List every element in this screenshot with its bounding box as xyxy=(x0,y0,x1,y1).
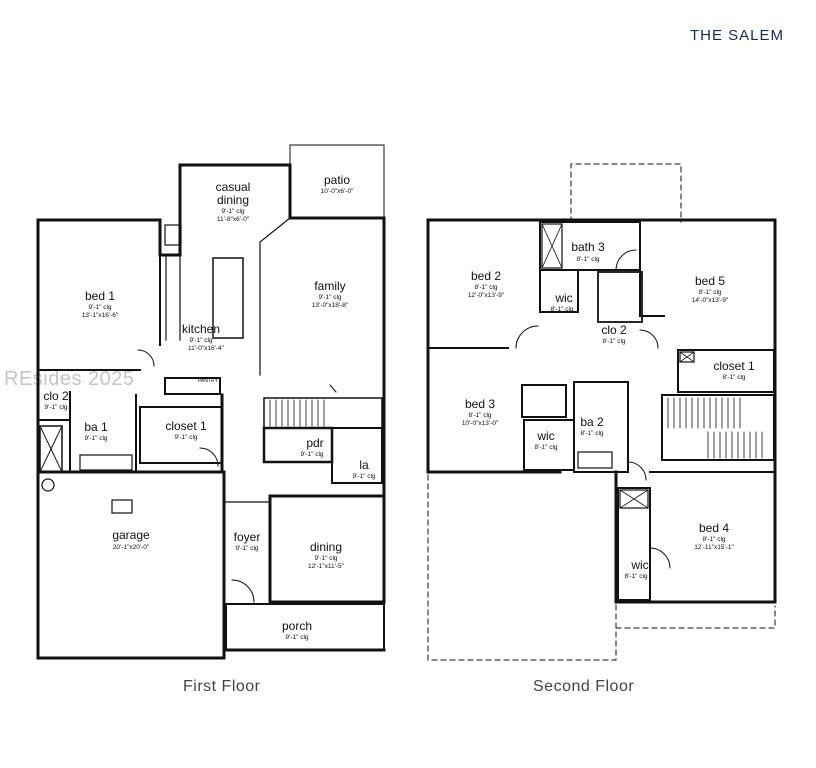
room-dim: 9'-1" clg xyxy=(174,434,197,441)
room-name: wic xyxy=(536,429,554,443)
room-name: bed 3 xyxy=(465,397,495,411)
room-dim: 10'-0"x13'-0" xyxy=(462,420,499,427)
room-dim: 12'-1"x11'-5" xyxy=(308,563,345,570)
room-dim: 12'-0"x13'-9" xyxy=(468,292,505,299)
room-dim: 8'-1" clg xyxy=(580,430,603,437)
room-dim: 8'-1" clg xyxy=(702,536,725,543)
room-dim: 9'-1" clg xyxy=(314,555,337,562)
room-name: wic xyxy=(630,558,648,572)
room-name: wic xyxy=(554,291,572,305)
first-floor-walls xyxy=(36,144,386,660)
room-name: porch xyxy=(282,619,312,633)
room-dim: 8'-1" clg xyxy=(602,338,625,345)
room-dim: 10'-0"x6'-0" xyxy=(321,188,354,195)
room-dim: 8'-1" clg xyxy=(550,306,573,313)
room-name: la xyxy=(359,458,369,472)
room-dim: 8'-1" clg xyxy=(698,289,721,296)
room-name: dining xyxy=(217,193,249,207)
room-name: dining xyxy=(310,540,342,554)
second-floor-labels: bath 3 8'-1" clg bed 2 8'-1" clg 12'-0"x… xyxy=(462,240,755,580)
room-name: family xyxy=(314,279,345,293)
room-name: closet 1 xyxy=(713,359,755,373)
room-name: ba 2 xyxy=(580,415,604,429)
room-dim: 11'-8"x6'-0" xyxy=(217,216,250,223)
room-dim: 13'-1"x16'-6" xyxy=(82,312,119,319)
second-floor-label: Second Floor xyxy=(533,678,635,695)
room-dim: 9'-1" clg xyxy=(44,404,67,411)
room-name: bed 5 xyxy=(695,274,725,288)
room-dim: 8'-1" clg xyxy=(468,412,491,419)
room-dim: 13'-0"x18'-8" xyxy=(312,302,349,309)
room-name: garage xyxy=(112,528,150,542)
room-dim: 20'-1"x20'-0" xyxy=(113,544,150,551)
pantry-label: PANTRY xyxy=(198,378,218,384)
room-dim: 9'-1" clg xyxy=(300,451,323,458)
room-dim: 9'-1" clg xyxy=(285,634,308,641)
room-dim: 8'-1" clg xyxy=(534,444,557,451)
room-dim: 9'-1" clg xyxy=(189,337,212,344)
first-floor-stairs xyxy=(269,399,325,427)
room-dim: 14'-0"x13'-9" xyxy=(692,297,729,304)
room-dim: 9'-1" clg xyxy=(352,473,375,480)
room-dim: 8'-1" clg xyxy=(722,374,745,381)
room-name: clo 2 xyxy=(601,323,627,337)
first-floor-labels: PANTRY casual dining 9'-1" clg 11'-8"x6'… xyxy=(43,173,376,641)
room-dim: 12'-11"x15'-1" xyxy=(694,544,734,551)
room-dim: 9'-1" clg xyxy=(84,435,107,442)
room-dim: 9'-1" clg xyxy=(88,304,111,311)
second-floor-walls xyxy=(426,163,777,661)
room-dim: 9'-1" clg xyxy=(318,294,341,301)
room-name: casual xyxy=(216,180,251,194)
room-dim: 9'-1" clg xyxy=(221,208,244,215)
room-name: closet 1 xyxy=(165,419,207,433)
room-name: bed 2 xyxy=(471,269,501,283)
room-name: bed 4 xyxy=(699,521,729,535)
room-dim: 8'-1" clg xyxy=(474,284,497,291)
room-dim: 9'-1" clg xyxy=(235,545,258,552)
room-name: clo 2 xyxy=(43,389,69,403)
first-floor-label: First Floor xyxy=(183,678,261,695)
room-dim: 8'-1" clg xyxy=(576,256,599,263)
room-name: bed 1 xyxy=(85,289,115,303)
room-name: foyer xyxy=(234,530,261,544)
room-dim: 11'-0"x16'-4" xyxy=(188,345,225,352)
plan-title: THE SALEM xyxy=(690,27,785,44)
room-name: patio xyxy=(324,173,350,187)
room-dim: 8'-1" clg xyxy=(624,573,647,580)
second-floor-stairs xyxy=(667,397,763,459)
room-name: pdr xyxy=(306,436,323,450)
room-name: kitchen xyxy=(182,322,220,336)
room-name: ba 1 xyxy=(84,420,108,434)
room-name: bath 3 xyxy=(571,240,605,254)
